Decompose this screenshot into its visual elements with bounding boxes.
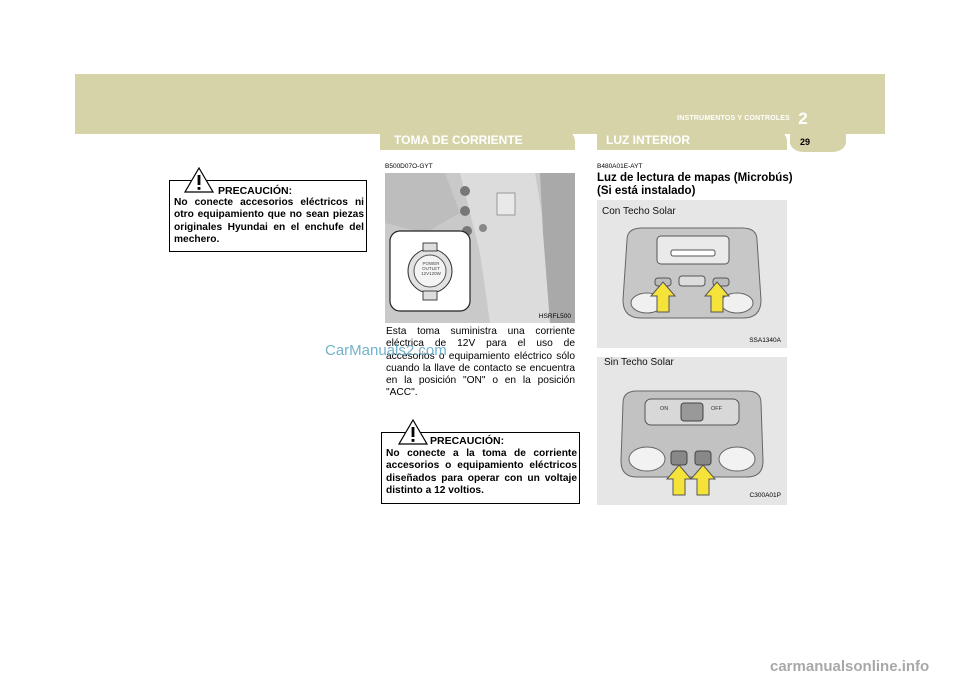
- header-band: [75, 74, 885, 134]
- section-title-luz: LUZ INTERIOR: [606, 133, 690, 147]
- inset-label-2: OUTLET: [422, 266, 440, 271]
- caution-box-left: PRECAUCIÓN: No conecte accesorios eléctr…: [169, 167, 367, 252]
- body-text: Esta toma suministra una corriente eléct…: [386, 326, 575, 399]
- figure-label: Con Techo Solar: [602, 206, 676, 217]
- watermark-bottom: carmanualsonline.info: [770, 658, 930, 675]
- warning-triangle-icon: [398, 419, 428, 445]
- figure-caption: SSA1340A: [749, 337, 781, 344]
- section-code: B500D07O-GYT: [385, 163, 433, 170]
- page-number-tab: [790, 134, 846, 152]
- subheading: Luz de lectura de mapas (Microbús) (Si e…: [597, 172, 793, 197]
- no-sunroof-lamp-illustration: [597, 357, 787, 505]
- warning-triangle-icon: [184, 167, 214, 193]
- power-outlet-illustration: [385, 173, 575, 323]
- section-title-toma: TOMA DE CORRIENTE: [394, 133, 523, 147]
- sunroof-lamp-figure: Con Techo Solar SSA1340A: [597, 200, 787, 348]
- no-sunroof-lamp-figure: Sin Techo Solar ON OFF C300A01P: [597, 357, 787, 505]
- caution-title: PRECAUCIÓN:: [430, 435, 505, 447]
- figure-caption: C300A01P: [749, 492, 781, 499]
- caution-text: No conecte a la toma de corriente acceso…: [386, 448, 577, 496]
- switch-on-label: ON: [660, 406, 669, 412]
- sunroof-lamp-illustration: [597, 200, 787, 348]
- section-code: B480A01E-AYT: [597, 163, 643, 170]
- chapter-number: 2: [798, 109, 808, 128]
- watermark-left: CarManuals2.com: [325, 342, 447, 359]
- inset-label-3: 12V120W: [421, 271, 441, 276]
- figure-caption: HSRFL500: [538, 313, 571, 320]
- caution-text: No conecte accesorios eléctricos ni otro…: [174, 197, 364, 245]
- figure-label: Sin Techo Solar: [604, 357, 674, 368]
- caution-title: PRECAUCIÓN:: [218, 185, 293, 197]
- page-number: 29: [799, 137, 810, 147]
- switch-off-label: OFF: [711, 406, 722, 412]
- inset-label-1: POWER: [422, 261, 440, 266]
- power-outlet-figure: POWER OUTLET 12V120W HSRFL500: [385, 173, 575, 323]
- section-label: INSTRUMENTOS Y CONTROLES: [677, 115, 790, 122]
- tab-toma-de-corriente: [380, 128, 575, 150]
- caution-box-middle: PRECAUCIÓN: No conecte a la toma de corr…: [381, 419, 580, 504]
- tab-luz-interior: [597, 128, 787, 150]
